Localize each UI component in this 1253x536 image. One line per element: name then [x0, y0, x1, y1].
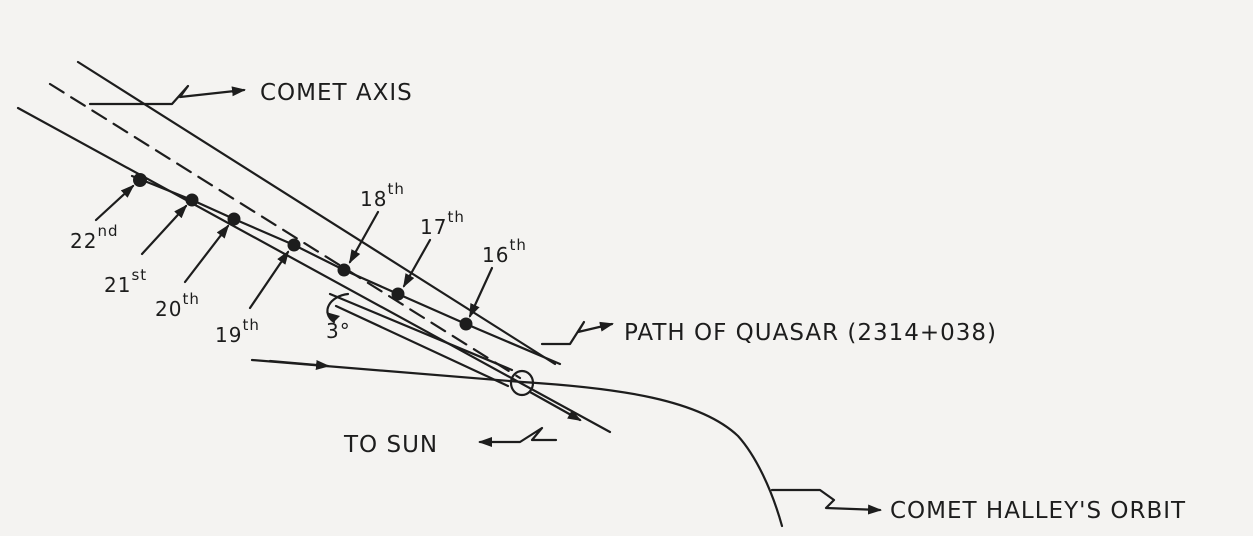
day-number: 21 — [104, 273, 131, 297]
comet-orbit-curve — [250, 358, 784, 528]
quasar-position-18th — [337, 263, 351, 277]
leader-comet-axis — [88, 84, 246, 106]
leader-comet-orbit — [770, 488, 882, 515]
quasar-position-16th — [459, 317, 473, 331]
quasar-position-22nd — [133, 173, 147, 187]
pointer-20th — [183, 224, 230, 284]
comet-tail-upper-edge — [76, 60, 557, 366]
day-label-22nd: 22nd — [70, 222, 118, 253]
day-number: 20 — [155, 297, 182, 321]
label-angle: 3° — [326, 319, 351, 343]
pointer-16th — [468, 266, 494, 318]
pointer-21st — [140, 204, 188, 256]
label-path-of-quasar: PATH OF QUASAR (2314+038) — [624, 320, 997, 346]
comet-inner-tail — [328, 292, 514, 388]
pointer-22nd — [94, 184, 135, 222]
pointer-19th — [248, 250, 290, 310]
pointer-18th — [348, 210, 380, 264]
label-to-sun: TO SUN — [343, 432, 438, 458]
day-number: 18 — [360, 187, 387, 211]
sun-direction-arrow — [528, 390, 582, 422]
angle-arc — [326, 292, 350, 324]
day-suffix: nd — [97, 222, 118, 240]
quasar-path-line — [130, 174, 562, 366]
day-suffix: th — [182, 290, 199, 308]
day-number: 22 — [70, 229, 97, 253]
label-comet-axis: COMET AXIS — [260, 80, 413, 106]
day-number: 17 — [420, 215, 447, 239]
quasar-position-17th — [391, 287, 405, 301]
day-label-17th: 17th — [420, 208, 465, 239]
day-suffix: th — [509, 236, 526, 254]
day-label-16th: 16th — [482, 236, 527, 267]
day-suffix: th — [447, 208, 464, 226]
quasar-position-20th — [227, 212, 241, 226]
day-number: 19 — [215, 323, 242, 347]
day-label-21st: 21st — [104, 266, 147, 297]
day-label-20th: 20th — [155, 290, 200, 321]
quasar-position-19th — [287, 238, 301, 252]
day-suffix: th — [387, 180, 404, 198]
day-suffix: th — [242, 316, 259, 334]
label-comet-orbit: COMET HALLEY'S ORBIT — [890, 498, 1186, 524]
orbit-direction-arrow — [268, 359, 330, 370]
quasar-position-21st — [185, 193, 199, 207]
day-label-19th: 19th — [215, 316, 260, 347]
comet-axis-line — [48, 82, 522, 380]
pointer-17th — [402, 238, 432, 288]
day-suffix: st — [131, 266, 147, 284]
leader-to-sun — [478, 426, 558, 447]
leader-path-of-quasar — [540, 320, 614, 346]
day-number: 16 — [482, 243, 509, 267]
day-label-18th: 18th — [360, 180, 405, 211]
angle-arc-arrowhead — [326, 312, 340, 322]
comet-tail-lower-edge — [16, 106, 612, 434]
